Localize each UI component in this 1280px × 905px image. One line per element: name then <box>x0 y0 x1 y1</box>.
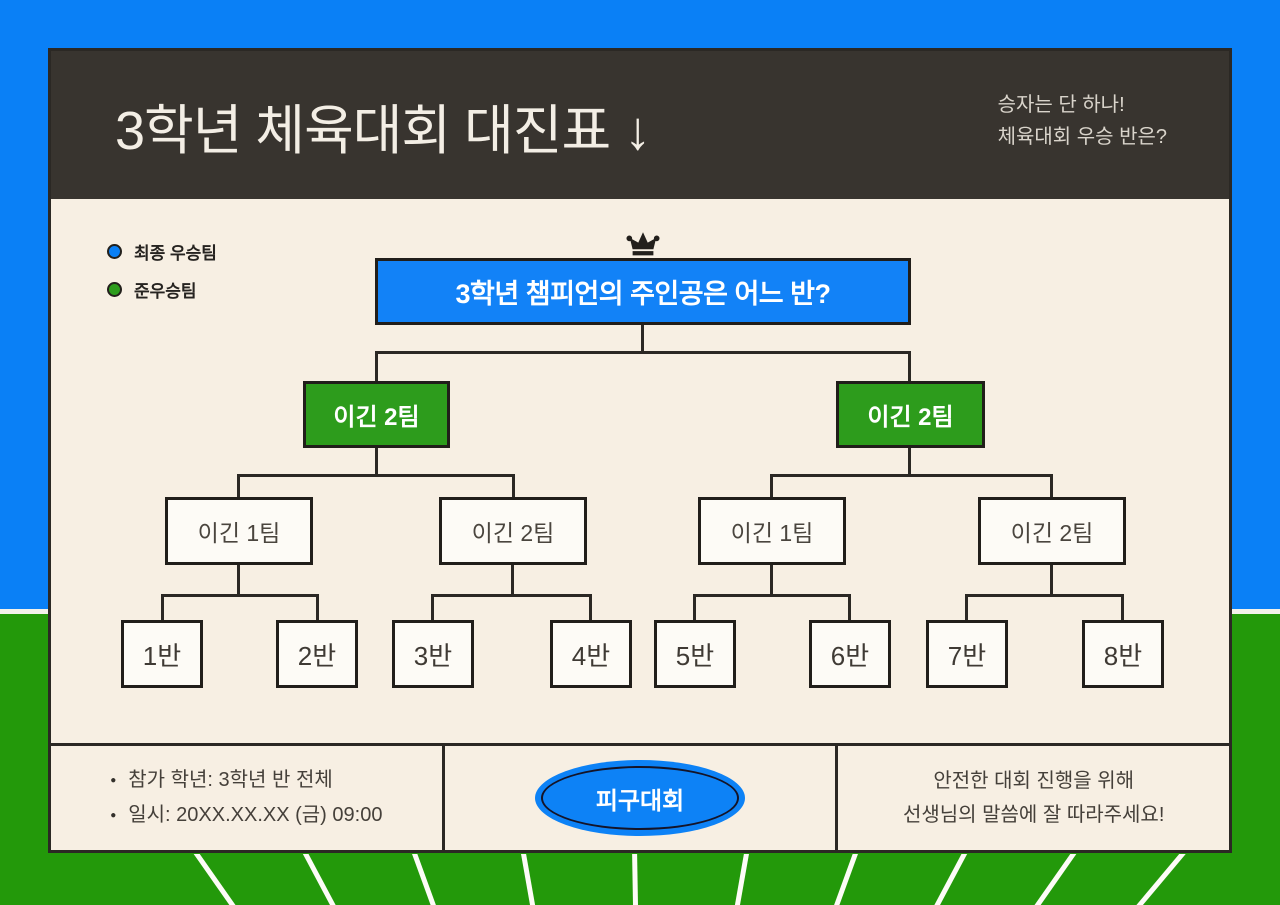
lane-line <box>1135 854 1190 905</box>
field-lane-lines <box>0 854 1280 905</box>
info-item-datetime: 일시: 20XX.XX.XX (금) 09:00 <box>110 798 382 833</box>
bracket-connector <box>237 474 515 497</box>
event-badge: 피구대회 <box>535 760 745 836</box>
team-box-6: 6반 <box>809 620 891 688</box>
team-label: 8반 <box>1103 640 1143 671</box>
round1-box-3: 이긴 1팀 <box>698 497 846 565</box>
legend: 최종 우승팀 준우승팀 <box>107 239 217 315</box>
team-box-1: 1반 <box>121 620 203 688</box>
semifinal-box-right: 이긴 2팀 <box>836 381 985 448</box>
team-box-8: 8반 <box>1082 620 1164 688</box>
bracket-connector <box>375 351 911 381</box>
round1-label: 이긴 2팀 <box>471 520 555 546</box>
round1-label: 이긴 1팀 <box>730 520 814 546</box>
team-box-2: 2반 <box>276 620 358 688</box>
tagline-line-2: 체육대회 우승 반은? <box>997 126 1167 148</box>
lane-line <box>410 854 442 905</box>
team-label: 1반 <box>142 640 182 671</box>
lane-line <box>520 854 539 905</box>
semifinal-label: 이긴 2팀 <box>867 404 954 431</box>
footer-event: 피구대회 <box>441 746 836 850</box>
lane-line <box>632 854 639 905</box>
bracket-connector <box>693 594 851 620</box>
event-info-list: 참가 학년: 3학년 반 전체 일시: 20XX.XX.XX (금) 09:00 <box>110 763 382 833</box>
round1-box-2: 이긴 2팀 <box>439 497 587 565</box>
page-title: 3학년 체육대회 대진표 ↓ <box>115 100 651 161</box>
info-item-participants: 참가 학년: 3학년 반 전체 <box>110 763 382 798</box>
bracket-connector <box>641 325 644 352</box>
safety-notice: 안전한 대회 진행을 위해 선생님의 말씀에 잘 따라주세요! <box>903 764 1164 832</box>
bracket-connector <box>375 448 378 475</box>
team-box-7: 7반 <box>926 620 1008 688</box>
bracket-connector <box>161 594 319 620</box>
bracket-connector <box>511 565 514 595</box>
round1-box-1: 이긴 1팀 <box>165 497 313 565</box>
lane-line <box>731 854 750 905</box>
lane-line <box>300 854 342 905</box>
round1-box-4: 이긴 2팀 <box>978 497 1126 565</box>
legend-item-winner: 최종 우승팀 <box>107 239 217 264</box>
header-tagline: 승자는 단 하나! 체육대회 우승 반은? <box>998 89 1167 153</box>
team-label: 6반 <box>830 640 870 671</box>
notice-line-1: 안전한 대회 진행을 위해 <box>933 770 1134 792</box>
footer-info: 참가 학년: 3학년 반 전체 일시: 20XX.XX.XX (금) 09:00 <box>51 746 442 850</box>
champion-label: 3학년 챔피언의 주인공은 어느 반? <box>455 279 831 309</box>
bracket-connector <box>431 594 592 620</box>
team-label: 7반 <box>947 640 987 671</box>
round1-label: 이긴 1팀 <box>197 520 281 546</box>
team-label: 2반 <box>297 640 337 671</box>
footer-notice: 안전한 대회 진행을 위해 선생님의 말씀에 잘 따라주세요! <box>835 746 1229 850</box>
lane-line <box>1030 854 1080 905</box>
event-badge-ring <box>541 766 739 830</box>
lane-line <box>190 854 240 905</box>
runnerup-legend-dot <box>107 282 122 297</box>
legend-label: 최종 우승팀 <box>134 244 217 263</box>
poster-header: 3학년 체육대회 대진표 ↓ 승자는 단 하나! 체육대회 우승 반은? <box>51 51 1229 199</box>
team-label: 3반 <box>413 640 453 671</box>
event-badge-label: 피구대회 <box>595 787 685 815</box>
legend-item-runnerup: 준우승팀 <box>107 277 217 302</box>
poster-card: 3학년 체육대회 대진표 ↓ 승자는 단 하나! 체육대회 우승 반은? 최종 … <box>48 48 1232 853</box>
winner-legend-dot <box>107 244 122 259</box>
team-label: 4반 <box>571 640 611 671</box>
poster-footer: 참가 학년: 3학년 반 전체 일시: 20XX.XX.XX (금) 09:00… <box>51 743 1229 850</box>
tagline-line-1: 승자는 단 하나! <box>997 94 1125 116</box>
round1-label: 이긴 2팀 <box>1010 520 1094 546</box>
bracket-connector <box>1050 565 1053 595</box>
bracket-connector <box>770 565 773 595</box>
crown-icon <box>626 232 660 256</box>
bracket-connector <box>770 474 1053 497</box>
semifinal-box-left: 이긴 2팀 <box>303 381 450 448</box>
bracket-connector <box>965 594 1124 620</box>
bracket-connector <box>908 448 911 475</box>
team-label: 5반 <box>675 640 715 671</box>
champion-box: 3학년 챔피언의 주인공은 어느 반? <box>375 258 911 325</box>
legend-label: 준우승팀 <box>134 282 197 301</box>
semifinal-label: 이긴 2팀 <box>333 404 420 431</box>
team-box-3: 3반 <box>392 620 474 688</box>
lane-line <box>928 854 970 905</box>
lane-line <box>828 854 860 905</box>
bracket-connector <box>237 565 240 595</box>
team-box-4: 4반 <box>550 620 632 688</box>
notice-line-2: 선생님의 말씀에 잘 따라주세요! <box>902 804 1165 826</box>
team-box-5: 5반 <box>654 620 736 688</box>
